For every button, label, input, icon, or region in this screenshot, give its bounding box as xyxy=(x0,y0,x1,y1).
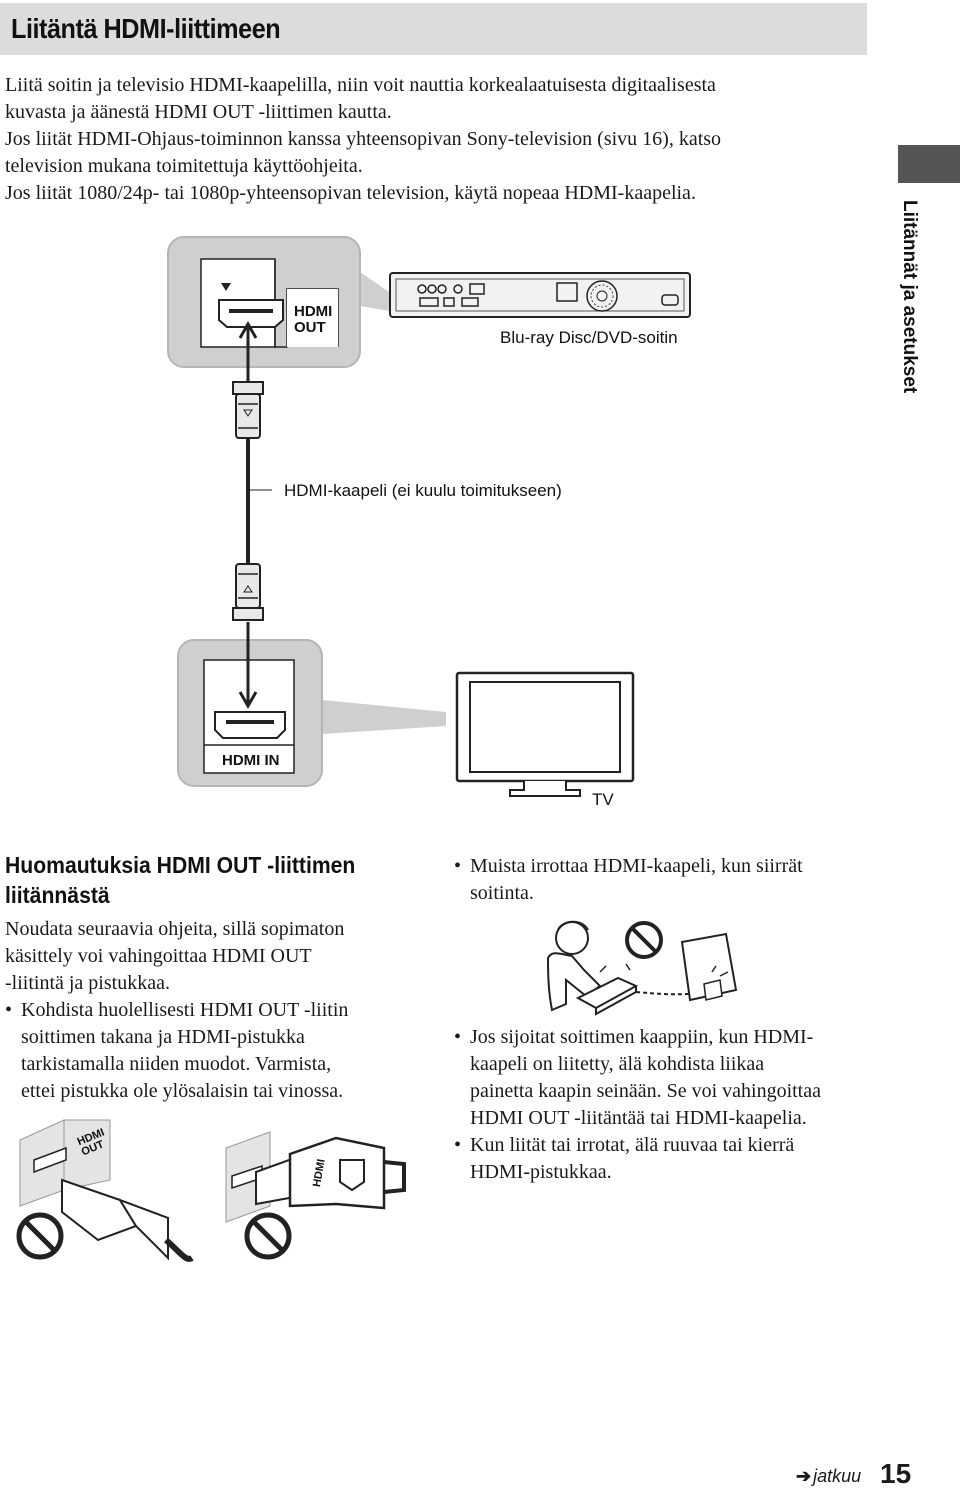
intro-text: Liitä soitin ja televisio HDMI-kaapelill… xyxy=(5,72,865,207)
section-tab-marker xyxy=(898,145,960,183)
moving-player-figure xyxy=(546,920,738,1016)
notes-intro-line: -liitintä ja pistukkaa. xyxy=(5,972,170,994)
hdmi-port-icon xyxy=(218,299,284,328)
intro-line: kuvasta ja äänestä HDMI OUT -liittimen k… xyxy=(5,101,392,123)
intro-line: Liitä soitin ja televisio HDMI-kaapelill… xyxy=(5,74,716,96)
misaligned-plug-figure xyxy=(16,1119,194,1262)
notes-intro-line: Noudata seuraavia ohjeita, sillä sopimat… xyxy=(5,918,345,940)
bluray-player-rear xyxy=(389,272,691,318)
cable-label: HDMI-kaapeli (ei kuulu toimitukseen) xyxy=(284,481,562,500)
intro-line: Jos liität 1080/24p- tai 1080p-yhteensop… xyxy=(5,182,696,204)
hdmi-in-port-label: HDMI IN xyxy=(222,752,280,769)
notes-left-column: Huomautuksia HDMI OUT -liittimen liitänn… xyxy=(5,850,425,1105)
intro-line: television mukana toimitettuja käyttöohj… xyxy=(5,155,363,177)
tv-illustration xyxy=(455,671,635,797)
notes-right-column-top: Muista irrottaa HDMI-kaapeli, kun siirrä… xyxy=(454,853,874,907)
arrow-right-icon: ➔ xyxy=(796,1466,812,1486)
tv-label: TV xyxy=(592,790,614,809)
angled-plug-figure xyxy=(225,1131,406,1260)
triangle-marker-icon xyxy=(221,283,231,291)
notes-right-column-bottom: Jos sijoitat soittimen kaappiin, kun HDM… xyxy=(454,1024,874,1186)
note-bullet: Kun liität tai irrotat, älä ruuvaa tai k… xyxy=(454,1132,874,1186)
note-bullet: Muista irrottaa HDMI-kaapeli, kun siirrä… xyxy=(454,853,874,907)
notes-intro-line: käsittely voi vahingoittaa HDMI OUT xyxy=(5,945,312,967)
page-number: 15 xyxy=(880,1458,912,1489)
hdmi-port-icon xyxy=(214,711,286,739)
page-title: Liitäntä HDMI-liittimeen xyxy=(11,13,281,44)
hdmi-cable xyxy=(232,320,272,621)
note-bullet: Kohdista huolellisesti HDMI OUT -liitin … xyxy=(5,997,425,1105)
player-label: Blu-ray Disc/DVD-soitin xyxy=(500,328,678,347)
note-bullet: Jos sijoitat soittimen kaappiin, kun HDM… xyxy=(454,1024,874,1132)
tv-hdmi-in-callout xyxy=(177,622,446,787)
player-hdmi-out-callout xyxy=(167,236,395,368)
notes-heading: Huomautuksia HDMI OUT -liittimen liitänn… xyxy=(5,852,356,908)
intro-line: Jos liität HDMI-Ohjaus-toiminnon kanssa … xyxy=(5,128,722,150)
title-bar: Liitäntä HDMI-liittimeen xyxy=(0,3,867,55)
continue-link[interactable]: ➔jatkuu xyxy=(796,1466,862,1486)
hdmi-out-port-label: HDMI OUT xyxy=(294,303,333,336)
